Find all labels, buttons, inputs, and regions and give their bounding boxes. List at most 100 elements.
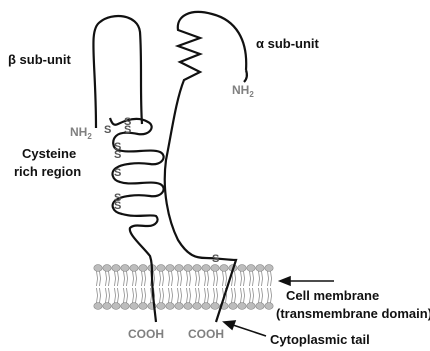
lipid-tail — [187, 288, 188, 303]
lipid-tail — [217, 271, 218, 286]
lipid-head-top — [238, 265, 246, 272]
lipid-head-bottom — [256, 303, 264, 310]
beta-nh2-label: NH2 — [70, 125, 92, 141]
disulfide-s-3: S — [124, 124, 131, 136]
lipid-tail — [160, 288, 161, 303]
lipid-tail — [226, 271, 227, 286]
lipid-tail — [181, 271, 182, 286]
membrane-arrow — [280, 277, 334, 285]
lipid-tail — [154, 271, 155, 286]
lipid-tail — [235, 288, 236, 303]
lipid-head-top — [112, 265, 120, 272]
lipid-tail — [145, 288, 146, 303]
lipid-tail — [214, 271, 215, 286]
lipid-tail — [259, 288, 260, 303]
lipid-head-top — [175, 265, 183, 272]
lipid-tail — [208, 271, 209, 286]
lipid-head-bottom — [130, 303, 138, 310]
lipid-head-bottom — [202, 303, 210, 310]
lipid-tail — [151, 288, 152, 303]
lipid-head-bottom — [265, 303, 273, 310]
lipid-tail — [223, 271, 224, 286]
cell-membrane-bilayer — [94, 265, 273, 310]
disulfide-s-6: S — [114, 167, 121, 179]
lipid-tail — [241, 271, 242, 286]
lipid-tail — [190, 288, 191, 303]
lipid-tail — [178, 288, 179, 303]
lipid-tail — [115, 288, 116, 303]
lipid-tail — [181, 288, 182, 303]
cell-membrane-label: Cell membrane — [286, 288, 379, 303]
lipid-tail — [268, 271, 269, 286]
lipid-tail — [268, 288, 269, 303]
lipid-head-bottom — [211, 303, 219, 310]
lipid-tail — [109, 271, 110, 286]
lipid-head-bottom — [166, 303, 174, 310]
disulfide-s-5: S — [114, 149, 121, 161]
alpha-subunit-label: α sub-unit — [256, 36, 320, 51]
lipid-tail — [217, 288, 218, 303]
lipid-tail — [199, 288, 200, 303]
cysteine-label-line2: rich region — [14, 164, 81, 179]
lipid-head-bottom — [103, 303, 111, 310]
lipid-tail — [124, 288, 125, 303]
lipid-tail — [178, 271, 179, 286]
lipid-tail — [100, 288, 101, 303]
lipid-tail — [118, 288, 119, 303]
lipid-head-top — [166, 265, 174, 272]
lipid-head-top — [184, 265, 192, 272]
lipid-head-top — [211, 265, 219, 272]
lipid-tail — [259, 271, 260, 286]
disulfide-s-1: S — [104, 124, 111, 136]
lipid-head-top — [220, 265, 228, 272]
lipid-tail — [136, 271, 137, 286]
lipid-tail — [172, 288, 173, 303]
lipid-head-bottom — [247, 303, 255, 310]
alpha-nh2-label: NH2 — [232, 83, 254, 99]
cooh-right-label: COOH — [188, 327, 224, 341]
lipid-tail — [262, 288, 263, 303]
lipid-tail — [190, 271, 191, 286]
lipid-tail — [250, 271, 251, 286]
lipid-tail — [136, 288, 137, 303]
lipid-tail — [187, 271, 188, 286]
lipid-tail — [253, 288, 254, 303]
lipid-head-top — [247, 265, 255, 272]
cysteine-label-line1: Cysteine — [22, 146, 76, 161]
lipid-head-top — [265, 265, 273, 272]
lipid-tail — [115, 271, 116, 286]
lipid-tail — [145, 271, 146, 286]
lipid-tail — [142, 271, 143, 286]
lipid-head-bottom — [112, 303, 120, 310]
lipid-head-bottom — [139, 303, 147, 310]
lipid-head-bottom — [184, 303, 192, 310]
lipid-tail — [142, 288, 143, 303]
lipid-tail — [109, 288, 110, 303]
lipid-tail — [262, 271, 263, 286]
lipid-tail — [271, 271, 272, 286]
lipid-head-top — [130, 265, 138, 272]
lipid-tail — [106, 288, 107, 303]
lipid-tail — [97, 271, 98, 286]
lipid-tail — [241, 288, 242, 303]
lipid-tail — [163, 288, 164, 303]
lipid-head-bottom — [121, 303, 129, 310]
lipid-tail — [196, 288, 197, 303]
lipid-head-top — [103, 265, 111, 272]
lipid-head-top — [157, 265, 165, 272]
lipid-head-top — [193, 265, 201, 272]
lipid-tail — [232, 288, 233, 303]
transmembrane-label: (transmembrane domain) — [276, 306, 430, 321]
beta-subunit-label: β sub-unit — [8, 52, 71, 67]
lipid-tail — [106, 271, 107, 286]
lipid-tail — [172, 271, 173, 286]
lipid-head-bottom — [229, 303, 237, 310]
disulfide-s-9: S — [212, 253, 219, 265]
cytoplasmic-tail-arrow — [224, 321, 266, 336]
lipid-tail — [244, 288, 245, 303]
lipid-tail — [127, 288, 128, 303]
lipid-tail — [208, 288, 209, 303]
lipid-tail — [199, 271, 200, 286]
lipid-tail — [235, 271, 236, 286]
